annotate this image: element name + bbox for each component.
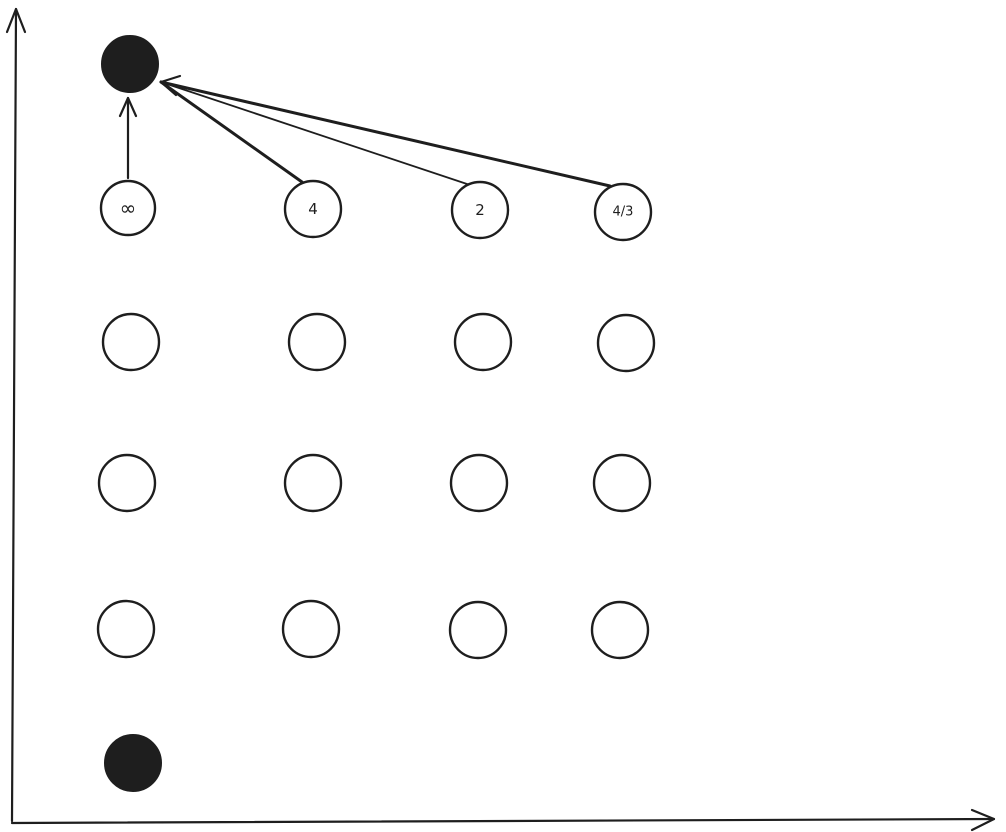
- node-label: 4/3: [613, 205, 634, 220]
- empty-node: [448, 600, 508, 660]
- empty-node: [453, 312, 513, 372]
- x-axis: [10, 808, 996, 832]
- empty-node: [449, 453, 509, 513]
- node-label: ∞: [120, 196, 137, 220]
- node-2: 2: [450, 180, 510, 240]
- node-label: 2: [475, 201, 485, 219]
- arrow-4-to-top: [159, 80, 304, 184]
- empty-node: [101, 312, 161, 372]
- empty-node: [283, 453, 343, 513]
- empty-node: [281, 599, 341, 659]
- node-infinity: ∞: [99, 179, 157, 237]
- empty-node: [592, 453, 652, 513]
- bottom-filled-node: [104, 734, 162, 792]
- top-filled-node: [101, 35, 159, 93]
- empty-node: [596, 313, 656, 373]
- arrow-2-to-top: [160, 81, 471, 186]
- node-label: 4: [308, 200, 318, 218]
- node-4-3: 4/3: [593, 182, 653, 242]
- empty-node: [287, 312, 347, 372]
- arrow-infinity-to-top: [118, 96, 138, 180]
- node-4: 4: [283, 179, 343, 239]
- arrow-4-3-to-top: [159, 74, 612, 188]
- empty-node: [590, 600, 650, 660]
- empty-node: [97, 453, 157, 513]
- y-axis: [5, 7, 27, 823]
- empty-node: [96, 599, 156, 659]
